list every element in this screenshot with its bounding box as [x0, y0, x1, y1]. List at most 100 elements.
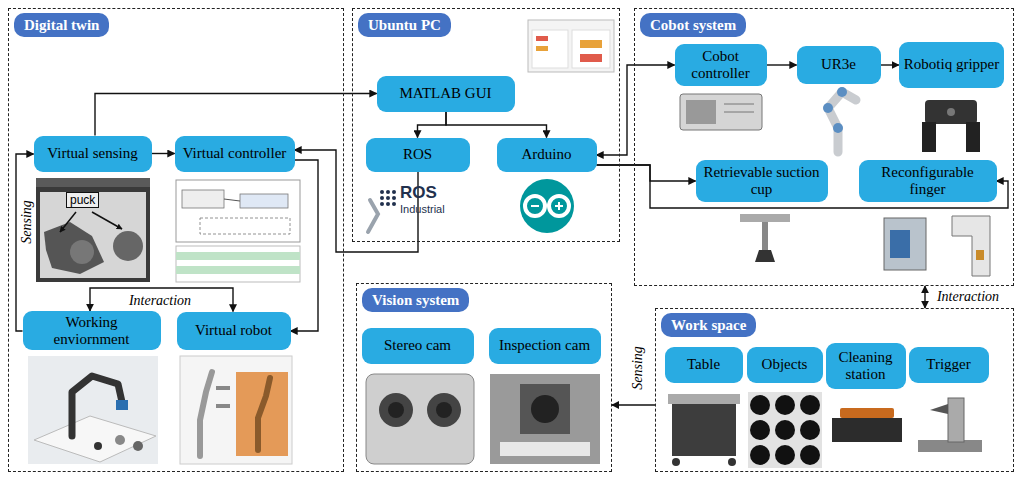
connector-arrow: [924, 286, 925, 308]
virtual-robot-render: [216, 404, 230, 408]
box-label: Robotiq gripper: [904, 56, 999, 73]
robot-environment-render: [28, 356, 158, 464]
inspection-camera-render: [500, 442, 590, 456]
box-label: Table: [687, 356, 720, 373]
box-label: Virtual robot: [195, 322, 272, 339]
inspection-camera-render: [531, 395, 559, 423]
ros-logo: [392, 202, 396, 206]
controller-diagram: [224, 199, 240, 201]
gui-screenshot: [528, 20, 614, 72]
ur3e-arm: [828, 92, 856, 152]
table-render: [672, 404, 736, 456]
objects-render: [748, 392, 822, 468]
stereo-camera-render: [366, 374, 474, 464]
connector-arrow: [291, 160, 319, 331]
box-label: Cleaning station: [830, 349, 902, 382]
connector-arrow: [881, 64, 899, 65]
sensing-screenshot: [36, 178, 150, 282]
table-render: [672, 458, 680, 466]
gui-screenshot: [580, 54, 602, 62]
gui-screenshot: [536, 46, 548, 51]
group-heading: Vision system: [372, 292, 459, 308]
group-heading: Work space: [671, 317, 746, 333]
box-label: Working enviornment: [27, 314, 157, 347]
gripper-render: [966, 122, 980, 152]
box-label: Retrievable suction cup: [700, 164, 824, 197]
box-label: Virtual controller: [183, 145, 287, 162]
controller-hardware: [724, 112, 754, 113]
stereo-camera-render: [427, 393, 461, 427]
process-box: Reconfigurable finger: [859, 160, 997, 202]
controller-diagram: [176, 246, 300, 282]
ros-logo: [392, 190, 396, 194]
gripper-render: [925, 100, 977, 124]
virtual-robot-render: [258, 378, 270, 450]
gripper-render: [922, 122, 936, 152]
edge-label: Sensing: [19, 198, 34, 246]
sensing-screenshot: [113, 231, 143, 261]
group-frame: Cobot systemCobot controller UR3e Robotiq …: [634, 8, 1014, 286]
robot-environment-render: [72, 376, 122, 436]
process-box: Robotiq gripper: [899, 42, 1004, 88]
virtual-robot-render: [200, 372, 212, 456]
controller-diagram: [176, 180, 300, 242]
box-label: Cobot controller: [679, 48, 763, 81]
ros-logo: [380, 190, 384, 194]
robot-environment-render: [116, 400, 128, 410]
table-render: [728, 458, 736, 466]
finger-render: [884, 218, 926, 270]
image-label: puck: [66, 192, 99, 208]
logo-text: ROS: [400, 183, 437, 203]
connector-arrow: [418, 112, 447, 138]
gui-screenshot: [580, 40, 602, 48]
sensing-screenshot: [36, 178, 150, 187]
suction-cup-render: [740, 214, 790, 222]
objects-render: [748, 392, 822, 468]
objects-render: [750, 445, 770, 465]
gui-screenshot: [532, 30, 568, 68]
cleaning-station-render: [832, 418, 902, 442]
heading-pill: Vision system: [362, 288, 469, 312]
table-render: [668, 394, 740, 404]
virtual-robot-render: [180, 356, 292, 464]
edge-label: Sensing: [630, 344, 645, 392]
connector-arrow: [597, 165, 696, 181]
robot-environment-render: [34, 416, 156, 462]
heading-pill: Digital twin: [14, 13, 109, 37]
group-heading: Cobot system: [650, 17, 736, 33]
process-box: Virtual sensing: [34, 136, 152, 172]
connector-arrow: [767, 64, 797, 65]
process-box: MATLAB GUI: [377, 76, 515, 112]
objects-render: [775, 420, 795, 440]
arduino-logo: [520, 179, 574, 233]
process-box: Retrievable suction cup: [696, 160, 828, 202]
arduino-logo: [525, 196, 545, 216]
process-box: Cobot controller: [675, 44, 767, 86]
logo-text: Industrial: [400, 203, 445, 215]
table-render: [668, 394, 740, 466]
arduino-logo: [520, 179, 574, 233]
group-heading: Ubuntu PC: [368, 17, 441, 33]
process-box: UR3e: [797, 46, 881, 84]
stereo-camera-render: [379, 393, 413, 427]
inspection-camera-render: [490, 374, 600, 464]
group-frame: Vision systemStereo camInspection cam: [356, 283, 612, 472]
objects-render: [775, 445, 795, 465]
finger-render: [976, 250, 984, 260]
process-box: Cleaning station: [826, 343, 906, 389]
connector-arrow: [90, 288, 233, 312]
box-label: Objects: [762, 356, 808, 373]
sensing-screenshot: [44, 222, 104, 274]
box-label: UR3e: [821, 56, 856, 73]
box-label: Virtual sensing: [47, 145, 137, 162]
finger-render: [952, 216, 990, 276]
robot-environment-render: [94, 442, 102, 450]
ros-logo: [380, 196, 384, 200]
process-box: Virtual controller: [175, 136, 295, 172]
sensing-screenshot: [40, 192, 146, 278]
controller-diagram: [182, 190, 224, 208]
ros-logo: [368, 190, 396, 232]
ros-logo: [386, 196, 390, 200]
ur3e-arm: [837, 87, 847, 97]
process-box: Stereo cam: [362, 328, 474, 364]
